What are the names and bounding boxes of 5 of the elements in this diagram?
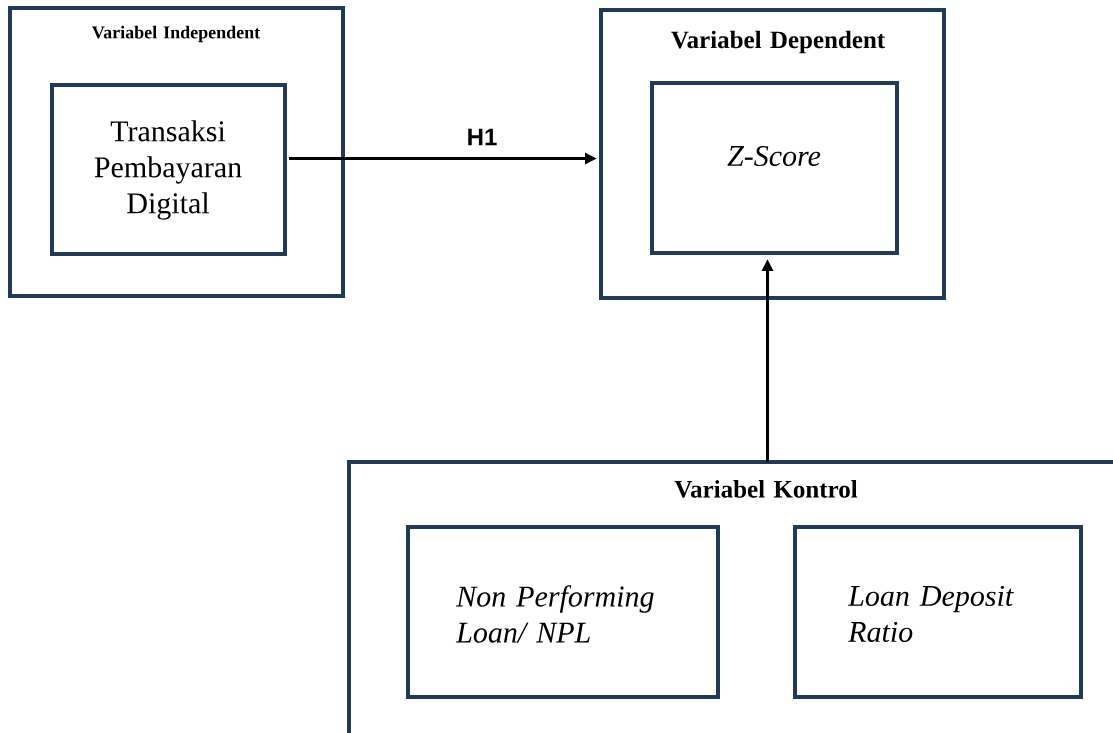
edge-label: H1 xyxy=(464,126,500,148)
variable-box: Transaksi Pembayaran Digital xyxy=(50,83,287,256)
variable-box: Z-Score xyxy=(650,81,899,255)
variable-box: Non Performing Loan/ NPL xyxy=(406,525,720,699)
variable-box: Loan Deposit Ratio xyxy=(793,525,1083,699)
